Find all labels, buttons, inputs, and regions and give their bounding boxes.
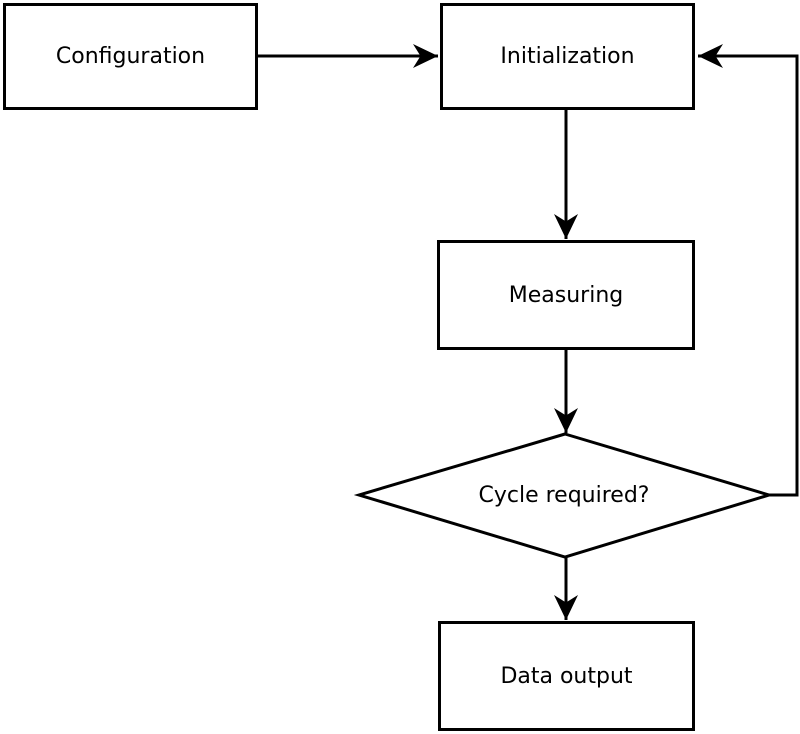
node-configuration: Configuration [3, 3, 258, 110]
node-cycle-required: Cycle required? [414, 473, 714, 517]
node-initialization-label: Initialization [500, 44, 635, 69]
node-data-output: Data output [438, 621, 695, 731]
edge-decision-to-initialization-loop [698, 44, 799, 497]
node-measuring: Measuring [437, 240, 695, 350]
node-data-output-label: Data output [500, 663, 633, 689]
decision-diamond-shape [353, 432, 775, 559]
node-cycle-required-label: Cycle required? [478, 482, 650, 508]
node-configuration-label: Configuration [55, 44, 206, 69]
node-measuring-label: Measuring [508, 282, 624, 308]
node-initialization: Initialization [440, 3, 695, 110]
